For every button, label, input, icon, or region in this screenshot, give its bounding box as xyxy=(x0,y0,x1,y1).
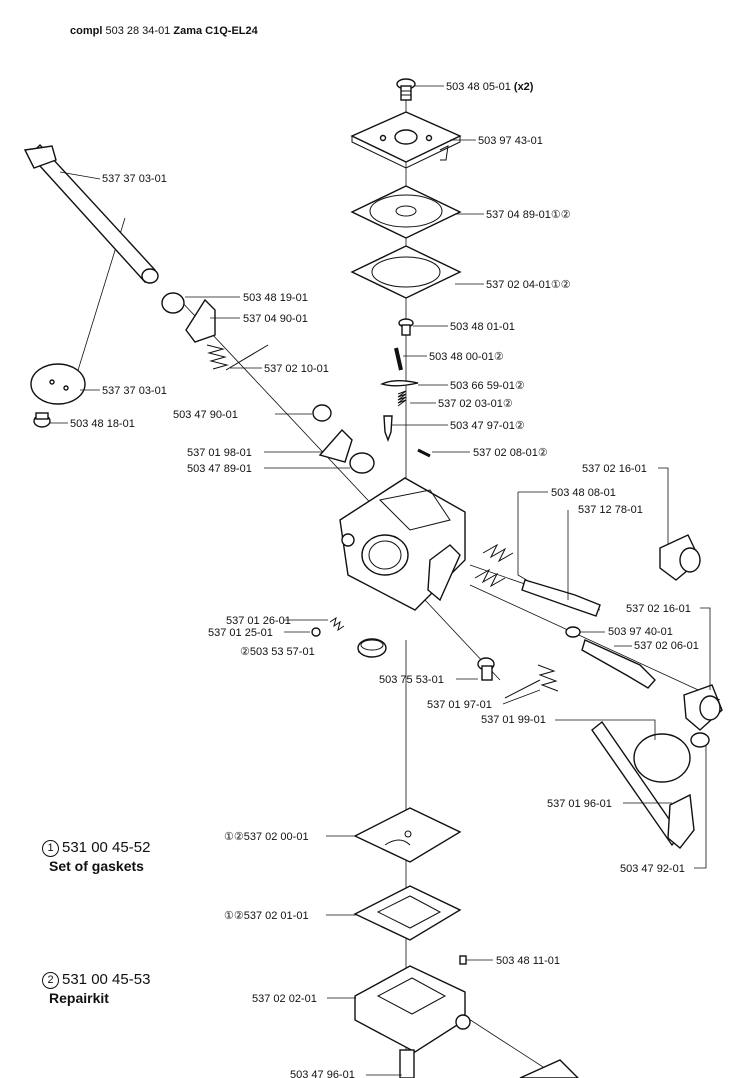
kit-marker: 2 xyxy=(42,972,59,989)
pump-cover-part xyxy=(350,111,462,169)
compl-prefix: compl xyxy=(70,25,103,37)
callout-label: 537 01 25-01 xyxy=(208,627,273,639)
kit-marker: 1 xyxy=(42,840,59,857)
callout-label: 537 02 04-01①② xyxy=(486,279,571,291)
callout-label: 503 47 96-01 xyxy=(290,1069,355,1078)
callout-label: 503 97 43-01 xyxy=(478,135,543,147)
callout-label: 537 12 78-01 xyxy=(578,504,643,516)
pump-diaphragm-part xyxy=(350,185,462,239)
metering-lever-part xyxy=(380,380,419,387)
callout-label: 537 02 16-01 xyxy=(626,603,691,615)
throttle-plate-part xyxy=(30,363,86,428)
callout-label: 537 02 03-01② xyxy=(438,398,513,410)
callout-label: 503 47 92-01 xyxy=(620,863,685,875)
choke-parts xyxy=(312,404,375,474)
callout-label: 537 01 26-01 xyxy=(226,615,291,627)
kit-number: 531 00 45-53 xyxy=(62,971,151,988)
pump-gasket-part xyxy=(350,245,462,299)
callout-label: 537 01 97-01 xyxy=(427,699,492,711)
kit-name: Repairkit xyxy=(49,990,109,1006)
callout-label: 537 01 96-01 xyxy=(547,798,612,810)
callout-label: 503 48 01-01 xyxy=(450,321,515,333)
choke-shaft-parts xyxy=(477,657,710,850)
kit-number: 531 00 45-52 xyxy=(62,839,151,856)
callout-label: 537 01 98-01 xyxy=(187,447,252,459)
callout-label: ①②537 02 01-01 xyxy=(224,910,309,922)
throttle-shaft-part xyxy=(23,143,159,284)
callout-label: 537 02 06-01 xyxy=(634,640,699,652)
callout-label: 537 04 90-01 xyxy=(243,313,308,325)
carburetor-model: Zama C1Q-EL24 xyxy=(173,25,258,37)
callout-label: ①②537 02 00-01 xyxy=(224,831,309,843)
lever-pin-part xyxy=(417,448,431,458)
assembly-part-number: 503 28 34-01 xyxy=(105,25,171,37)
fuel-inlet-parts xyxy=(311,616,387,658)
callout-label: 537 02 08-01② xyxy=(473,447,548,459)
callout-label: 503 47 97-01② xyxy=(450,420,525,432)
callout-label: 503 47 89-01 xyxy=(187,463,252,475)
adjustment-screws-parts xyxy=(474,543,656,689)
callout-label: 503 48 11-01 xyxy=(496,955,560,967)
callout-label: 537 02 16-01 xyxy=(582,463,647,475)
limiter-caps-parts xyxy=(659,534,723,731)
callout-label: 537 01 99-01 xyxy=(481,714,546,726)
callout-labels: 503 48 05-01 (x2) 503 97 43-01 537 04 89… xyxy=(70,81,699,1078)
callout-label: 503 48 05-01 (x2) xyxy=(446,81,534,93)
callout-label: 503 48 18-01 xyxy=(70,418,135,430)
callout-label: 503 47 90-01 xyxy=(173,409,238,421)
needle-screw-part xyxy=(398,318,414,336)
lever-spring-part xyxy=(397,390,407,407)
callout-label: 537 02 10-01 xyxy=(264,363,329,375)
diagram-title: compl 503 28 34-01 Zama C1Q-EL24 xyxy=(70,25,258,37)
top-screw-part xyxy=(396,78,416,101)
metering-cover-part xyxy=(354,955,579,1078)
carburetor-body-part xyxy=(339,477,466,611)
inlet-needle-part xyxy=(383,415,393,442)
callout-label: 503 48 00-01② xyxy=(429,351,504,363)
callout-label: 503 66 59-01② xyxy=(450,380,525,392)
callout-label: 503 75 53-01 xyxy=(379,674,444,686)
callout-label: 537 04 89-01①② xyxy=(486,209,571,221)
callout-label: 537 37 03-01 xyxy=(102,385,167,397)
callout-label: 503 97 40-01 xyxy=(608,626,673,638)
base-gasket-part xyxy=(353,885,462,941)
callout-label: 503 48 19-01 xyxy=(243,292,308,304)
callout-label: 537 02 02-01 xyxy=(252,993,317,1005)
throttle-linkage-parts xyxy=(161,292,269,371)
callout-label: 503 48 08-01 xyxy=(551,487,616,499)
callout-leader-lines xyxy=(50,85,711,1076)
pivot-pin-part xyxy=(394,347,403,371)
callout-label: ②503 53 57-01 xyxy=(240,646,315,658)
callout-label: 537 37 03-01 xyxy=(102,173,167,185)
kit-name: Set of gaskets xyxy=(49,858,144,874)
metering-gasket-part xyxy=(353,807,462,863)
